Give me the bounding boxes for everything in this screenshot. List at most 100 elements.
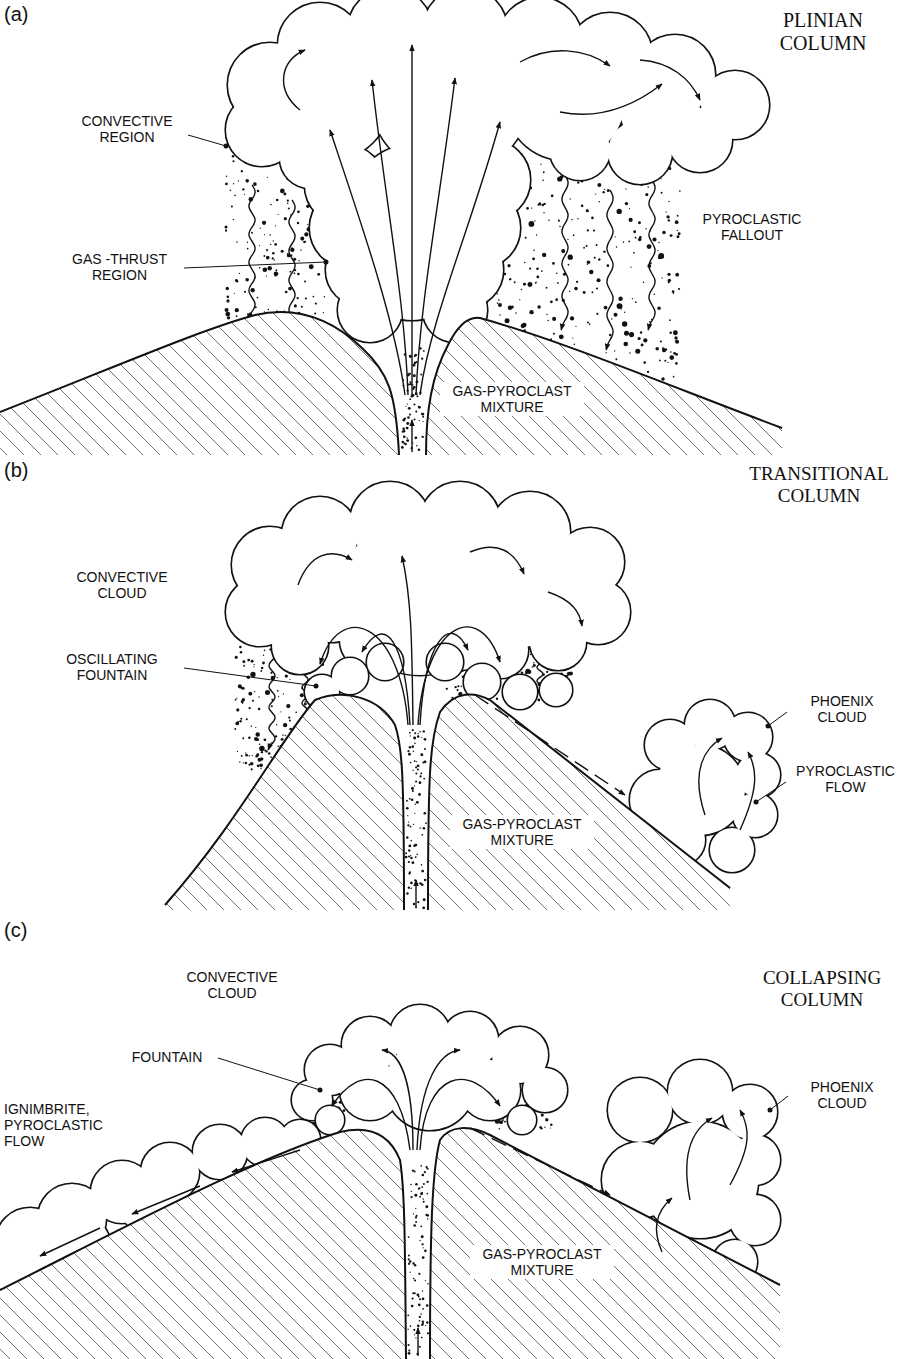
pyroclast-dot [638, 221, 641, 224]
pyroclast-dot [664, 360, 666, 362]
pyroclast-dot [587, 322, 589, 324]
pyroclast-dot [301, 306, 303, 308]
fallout-arrow [268, 650, 275, 750]
hatch-line [0, 0, 34, 1359]
pyroclast-dot [533, 664, 536, 667]
hatch-line [62, 0, 909, 1359]
hatch-line [0, 0, 833, 1359]
pyroclast-dot [251, 768, 253, 770]
hatch-line [0, 0, 442, 1359]
hatch-line [0, 0, 204, 1359]
pyroclast-dot [258, 758, 262, 762]
hatch-line [708, 0, 909, 1359]
pyroclast-dot [607, 189, 610, 192]
pyroclast-dot [234, 728, 236, 730]
hatch-line [0, 0, 646, 1359]
hatch-line [402, 0, 909, 1359]
pyroclast-dot [251, 726, 252, 727]
pyroclast-dot [675, 273, 679, 277]
pyroclast-dot [557, 282, 559, 284]
pyroclast-dot [248, 764, 250, 766]
pyroclast-dot [543, 212, 544, 213]
hatch-line [0, 0, 799, 1359]
hatch-line [0, 0, 731, 1359]
hatch-line [0, 0, 646, 1359]
hatch-line [11, 0, 909, 1359]
pyroclast-dot [305, 701, 306, 702]
hatch-line [0, 0, 374, 1359]
pyroclast-dot [568, 255, 573, 260]
hatch-line [0, 0, 238, 1359]
pyroclast-dot [640, 331, 642, 333]
cloud-fill [608, 1078, 672, 1142]
cloud-outline [505, 40, 625, 160]
pyroclast-dot [278, 696, 279, 697]
pyroclast-dot [525, 669, 530, 674]
hatch-line [0, 0, 476, 1359]
hatch-line [861, 0, 909, 1359]
pyroclast-dot [591, 291, 593, 293]
pyroclast-dot [259, 267, 261, 269]
hatch-line [0, 0, 425, 1359]
pyroclast-dot [497, 302, 499, 304]
hatch-line [895, 0, 909, 1359]
hatch-line [0, 0, 17, 1359]
pyroclast-dot [625, 188, 626, 189]
hatch-line [776, 0, 909, 1359]
hatch-line [334, 0, 909, 1359]
pyroclast-dot [304, 703, 307, 706]
cloud-outline [340, 1060, 400, 1120]
pyroclast-dot [668, 219, 670, 221]
hatch-line [0, 0, 323, 1359]
pyroclast-dot [233, 219, 234, 220]
pyroclast-dot [569, 290, 571, 292]
cloud-outline [710, 828, 754, 872]
hatch-line [606, 0, 909, 1359]
hatch-line [96, 0, 909, 1359]
pyroclast-dot [548, 219, 550, 221]
hatch-line [0, 0, 493, 1359]
pyroclast-dot [531, 207, 532, 208]
hatch-line [45, 0, 909, 1359]
pyroclast-dot [504, 1121, 506, 1123]
hatch-line [0, 0, 51, 1359]
pyroclast-dot [586, 209, 589, 212]
hatch-line [725, 0, 909, 1359]
pyroclast-dot [282, 734, 284, 736]
hatch-line [0, 0, 493, 1359]
hatch-line [504, 0, 909, 1359]
pyroclast-dot [677, 215, 679, 217]
pyroclast-dot [635, 236, 636, 237]
hatch-line [657, 0, 909, 1359]
pyroclast-dot [542, 180, 544, 182]
pyroclast-dot [241, 755, 243, 757]
pyroclast-dot [276, 199, 279, 202]
hatch-line [0, 0, 204, 1359]
pyroclast-dot [645, 193, 648, 196]
hatch-line [0, 0, 476, 1359]
hatch-line [470, 0, 909, 1359]
hatch-line [759, 0, 909, 1359]
hatch-line [113, 0, 909, 1359]
pyroclast-dot [243, 762, 244, 763]
pyroclast-dot [558, 220, 560, 222]
hatch-line [0, 0, 34, 1359]
hatch-line [0, 0, 867, 1359]
hatch-line [62, 0, 909, 1359]
pyroclast-dot [277, 214, 278, 215]
